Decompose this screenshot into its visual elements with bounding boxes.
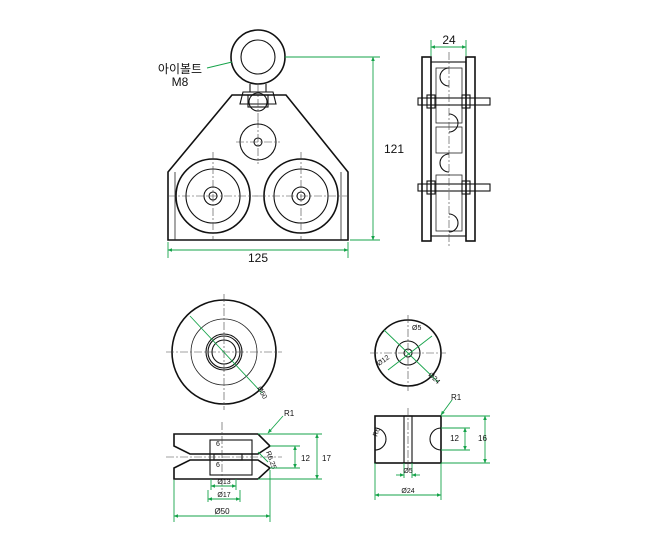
small-groove-r: R6	[372, 427, 382, 438]
small-face-hub: Ø12	[376, 354, 391, 367]
eyebolt-size: M8	[172, 75, 189, 89]
eyebolt-label: 아이볼트	[158, 62, 202, 76]
side-axle-top	[417, 97, 491, 106]
large-groove-radius: R1	[284, 409, 295, 418]
front-view: 아이볼트 M8 125 121	[158, 29, 404, 265]
large-hub: Ø17	[217, 492, 230, 499]
small-bore: Ø5	[403, 468, 412, 475]
large-wheel-face: Ø50	[166, 294, 282, 410]
large-section-top-label: 6	[216, 441, 220, 448]
large-wheel-diameter-leader	[189, 315, 263, 394]
width-dimension: 125	[248, 251, 268, 265]
large-bore: Ø13	[217, 479, 230, 486]
small-height-inner: 12	[450, 434, 459, 443]
side-axle-bottom	[417, 183, 491, 192]
right-wheel	[258, 152, 348, 240]
small-wheel-section: R1 R6 12 16 Ø5 Ø24	[372, 393, 490, 500]
height-dimension: 121	[384, 142, 404, 156]
large-outer: Ø50	[214, 507, 230, 516]
large-wheel-section: 6 6 R1 R6.25 12 17 Ø13 Ø17 Ø50	[166, 409, 331, 522]
left-wheel	[168, 152, 258, 240]
top-small-pulley	[236, 120, 280, 164]
eyebolt	[230, 29, 286, 125]
large-height-outer: 17	[322, 454, 331, 463]
eyebolt-leader	[206, 61, 233, 69]
small-height-outer: 16	[478, 434, 487, 443]
small-outer: Ø24	[401, 488, 414, 495]
side-width-dimension: 24	[442, 33, 456, 47]
plate-body	[167, 94, 349, 241]
large-height-inner: 12	[301, 454, 310, 463]
small-face-bore: Ø5	[412, 325, 421, 332]
large-section-bottom-label: 6	[216, 462, 220, 469]
small-groove-radius: R1	[451, 393, 462, 402]
small-wheel-face: Ø5 Ø12 Ø24	[370, 315, 446, 391]
side-view: 24	[417, 33, 491, 246]
